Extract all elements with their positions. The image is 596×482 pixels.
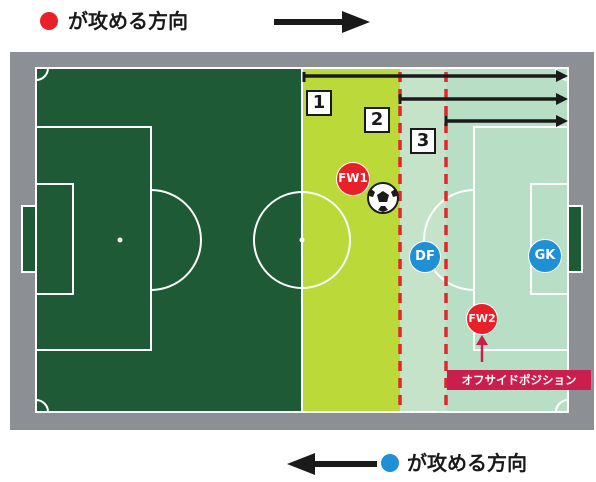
line-number-3: 3 <box>410 128 436 154</box>
line-number-1: 1 <box>306 90 332 116</box>
distance-arrows <box>302 70 568 127</box>
line-number-2: 2 <box>364 107 390 133</box>
blue-team-dot <box>381 454 399 472</box>
legend-blue-direction: が攻める方向 <box>285 448 585 478</box>
up-arrow-icon <box>476 335 488 362</box>
soccer-ball-icon <box>367 182 399 214</box>
penalty-spot-left <box>117 237 123 243</box>
legend-red-text: が攻める方向 <box>68 9 188 33</box>
player-fw2: FW2 <box>466 303 498 335</box>
player-fw1: FW1 <box>336 162 370 196</box>
arrow-right-icon <box>274 11 370 33</box>
legend-red-direction: が攻める方向 <box>40 6 370 36</box>
center-spot <box>299 237 305 243</box>
player-df: DF <box>409 241 441 273</box>
arrow-left-icon <box>287 453 377 475</box>
goal-right <box>567 205 583 273</box>
player-gk: GK <box>528 239 562 273</box>
red-team-dot <box>40 12 58 30</box>
legend-blue-text: が攻める方向 <box>407 451 527 475</box>
zone-between-2-3 <box>400 68 446 412</box>
goal-left <box>21 205 37 273</box>
left-half-pitch <box>36 68 302 412</box>
offside-position-label: オフサイドポジション <box>447 370 591 390</box>
